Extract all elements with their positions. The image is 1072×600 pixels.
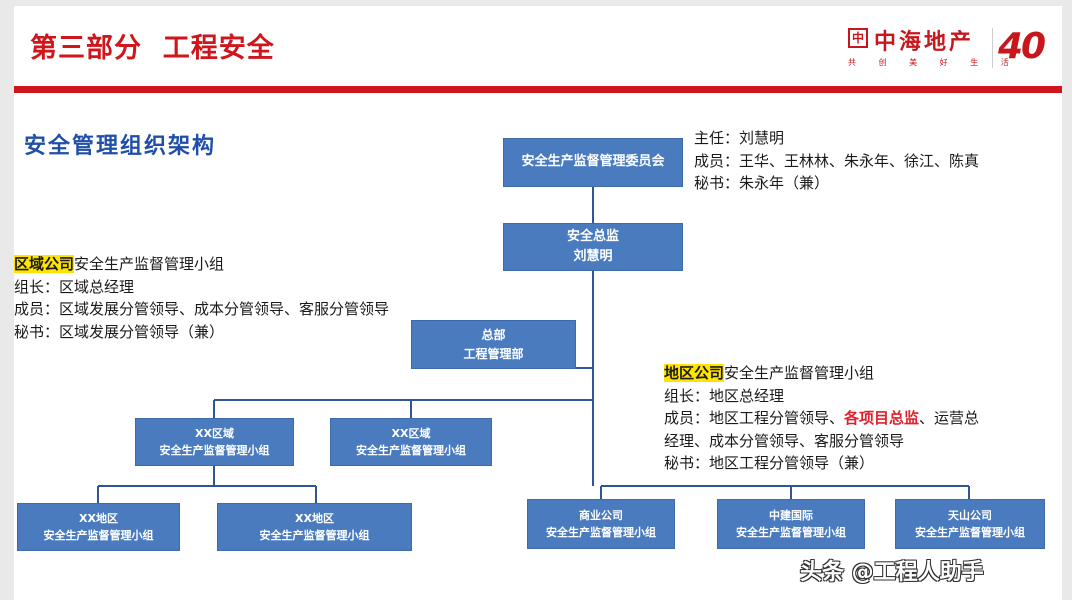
section-title: 安全管理组织架构 [24,134,217,159]
company-logo: 中 中海地产 共 创 美 好 生 活 [846,24,1009,74]
district-info: 地区公司安全生产监督管理小组 组长：地区总经理 成员：地区工程分管领导、各项目总… [664,362,979,475]
district-leader: 组长：地区总经理 [664,386,785,405]
anniversary-badge: 40 [998,26,1046,67]
district-group-box: XX地区 安全生产监督管理小组 [217,503,412,551]
district-secretary: 秘书：地区工程分管领导（兼） [664,454,875,472]
region-group-box: XX区域 安全生产监督管理小组 [135,418,294,466]
shangye-company-box: 商业公司 安全生产监督管理小组 [527,499,675,549]
director-title: 安全总监 [566,228,619,244]
header-divider [14,86,1062,93]
company-name: 中建国际 [769,508,813,522]
zhongjian-company-box: 中建国际 安全生产监督管理小组 [717,499,865,549]
district-members-pre: 成员：地区工程分管领导、 [664,409,845,427]
watermark: 头条 @工程人助手 [800,560,984,585]
page-title: 第三部分 工程安全 [30,33,275,64]
district-info-title: 地区公司安全生产监督管理小组 [664,362,979,385]
committee-secretary: 秘书：朱永年（兼） [694,174,830,192]
region-info: 区域公司安全生产监督管理小组 组长：区域总经理 成员：区域发展分管领导、成本分管… [14,253,389,343]
region-info-title: 区域公司安全生产监督管理小组 [14,253,389,276]
committee-info: 主任：刘慧明 成员：王华、王林林、朱永年、徐江、陈真 秘书：朱永年（兼） [694,127,979,195]
region-leader: 组长：区域总经理 [14,277,135,296]
committee-members: 成员：王华、王林林、朱永年、徐江、陈真 [694,151,980,170]
logo-slogan: 共 创 美 好 生 活 [848,58,1019,67]
safety-director-box: 安全总监 刘慧明 [503,223,683,271]
district-members-post: 、运营总 [919,409,980,427]
company-group-label: 安全生产监督管理小组 [915,526,1025,539]
region-group-label: 安全生产监督管理小组 [356,444,466,457]
district-members: 成员：地区工程分管领导、各项目总监、运营总 [664,407,979,430]
tianshan-company-box: 天山公司 安全生产监督管理小组 [895,499,1045,549]
district-name: XX地区 [79,511,118,525]
district-group-label: 安全生产监督管理小组 [259,529,370,542]
logo-name: 中海地产 [874,30,975,55]
hq-engineering-box: 总部 工程管理部 [411,320,576,369]
region-members: 成员：区域发展分管领导、成本分管领导、客服分管领导 [14,300,390,318]
region-highlight: 区域公司 [14,255,75,273]
region-group-label: 安全生产监督管理小组 [159,444,270,457]
hq-label: 总部 [481,327,506,342]
company-name: 天山公司 [948,508,992,522]
district-name: XX地区 [295,511,334,525]
district-members-cont: 经理、成本分管领导、客服分管领导 [664,431,905,450]
district-group-box: XX地区 安全生产监督管理小组 [17,503,180,551]
district-title-rest: 安全生产监督管理小组 [724,364,875,382]
region-name: XX区域 [391,426,431,440]
committee-box: 安全生产监督管理委员会 [503,138,683,187]
hq-dept-label: 工程管理部 [463,346,524,361]
company-group-label: 安全生产监督管理小组 [736,526,846,539]
region-name: XX区域 [195,426,234,440]
district-highlight: 地区公司 [664,364,725,382]
company-group-label: 安全生产监督管理小组 [546,526,656,539]
director-name: 刘慧明 [573,249,613,264]
committee-leader: 主任：刘慧明 [694,129,785,147]
region-secretary: 秘书：区域发展分管领导（兼） [14,322,225,341]
company-name: 商业公司 [579,508,623,522]
logo-separator [992,28,993,68]
committee-label: 安全生产监督管理委员会 [521,154,665,170]
district-members-emphasis: 各项目总监 [844,409,920,427]
logo-mark-icon: 中 [848,28,868,48]
region-title-rest: 安全生产监督管理小组 [74,255,225,273]
region-group-box: XX区域 安全生产监督管理小组 [330,418,492,466]
district-group-label: 安全生产监督管理小组 [43,529,154,542]
